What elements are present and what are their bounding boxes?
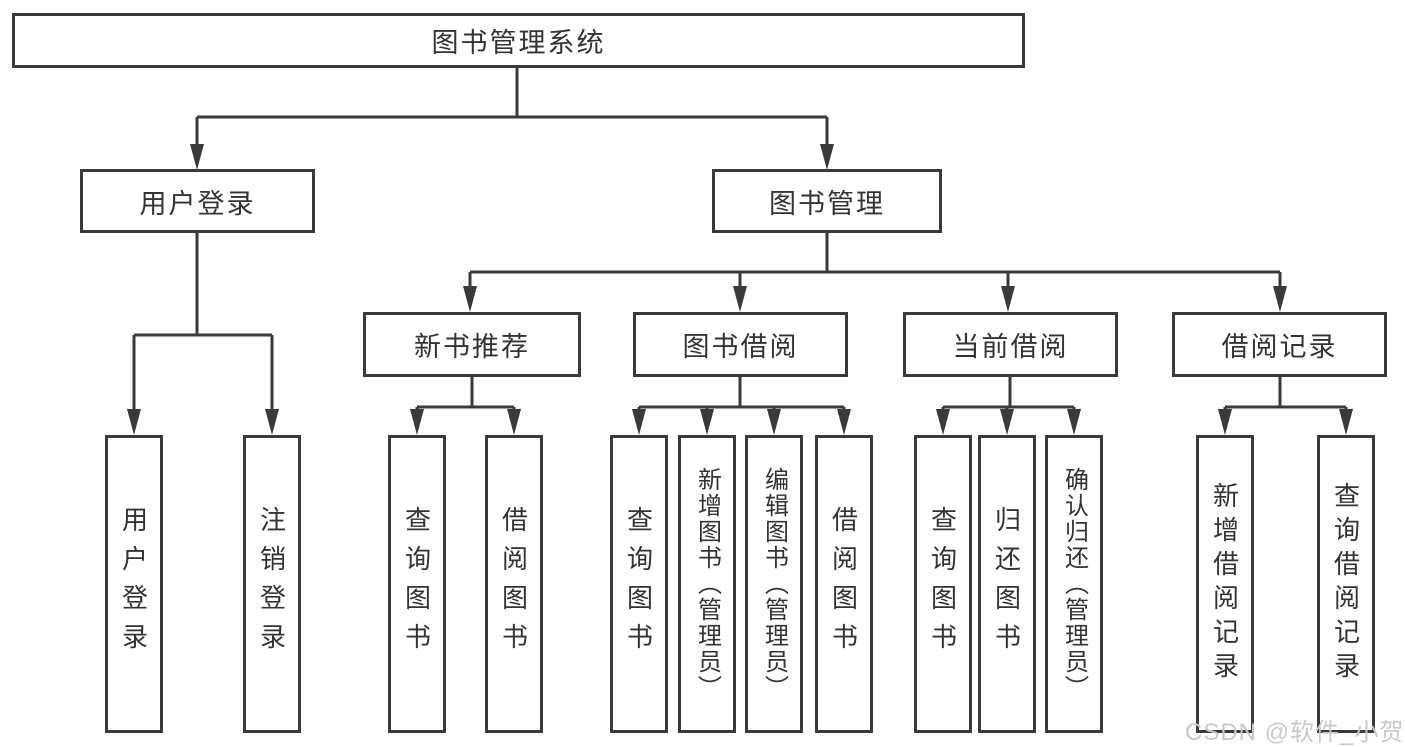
leaf-label: 归还图书: [991, 506, 1022, 662]
leaf-query-books-current: 查询图书: [914, 435, 972, 733]
node-library-management-system: 图书管理系统: [12, 13, 1025, 68]
leaf-label: 查询图书: [401, 506, 432, 662]
leaf-query-books-recommend: 查询图书: [388, 435, 446, 733]
leaf-label: 查询图书: [623, 506, 654, 662]
leaf-borrow-books: 借阅图书: [815, 435, 873, 733]
leaf-return-books: 归还图书: [978, 435, 1036, 733]
node-new-book-recommendation: 新书推荐: [363, 312, 581, 377]
leaf-label: 编辑图书（管理员）: [760, 467, 788, 701]
node-label: 图书管理系统: [431, 28, 606, 58]
node-book-borrowing: 图书借阅: [633, 312, 848, 377]
leaf-query-books-borrowing: 查询图书: [610, 435, 668, 733]
node-borrowing-records: 借阅记录: [1172, 312, 1387, 377]
leaf-add-books-admin: 新增图书（管理员）: [678, 435, 736, 733]
leaf-confirm-return-admin: 确认归还（管理员）: [1045, 435, 1103, 733]
leaf-add-borrow-record: 新增借阅记录: [1196, 435, 1254, 733]
node-user-login: 用户登录: [80, 169, 315, 233]
leaf-label: 借阅图书: [828, 506, 859, 662]
leaf-logout: 注销登录: [243, 435, 301, 733]
leaf-borrow-books-recommend: 借阅图书: [485, 435, 543, 733]
node-label: 当前借阅: [952, 332, 1069, 362]
leaf-edit-books-admin: 编辑图书（管理员）: [745, 435, 803, 733]
node-book-management: 图书管理: [712, 169, 942, 233]
leaf-label: 确认归还（管理员）: [1060, 467, 1088, 701]
node-label: 借阅记录: [1221, 332, 1338, 362]
leaf-label: 查询图书: [927, 506, 958, 662]
node-current-borrowing: 当前借阅: [903, 312, 1118, 377]
leaf-label: 借阅图书: [498, 506, 529, 662]
leaf-label: 注销登录: [256, 506, 287, 662]
node-label: 新书推荐: [414, 332, 530, 362]
csdn-watermark: CSDN @软件_小贺同学: [1185, 719, 1405, 746]
leaf-user-login: 用户登录: [105, 435, 163, 733]
leaf-label: 查询借阅记录: [1330, 482, 1361, 686]
node-label: 图书管理: [769, 188, 885, 219]
leaf-label: 用户登录: [118, 506, 149, 662]
leaf-label: 新增借阅记录: [1209, 482, 1240, 686]
leaf-label: 新增图书（管理员）: [693, 467, 721, 701]
leaf-query-borrow-record: 查询借阅记录: [1317, 435, 1375, 733]
node-label: 图书借阅: [682, 332, 799, 362]
node-label: 用户登录: [139, 188, 256, 219]
